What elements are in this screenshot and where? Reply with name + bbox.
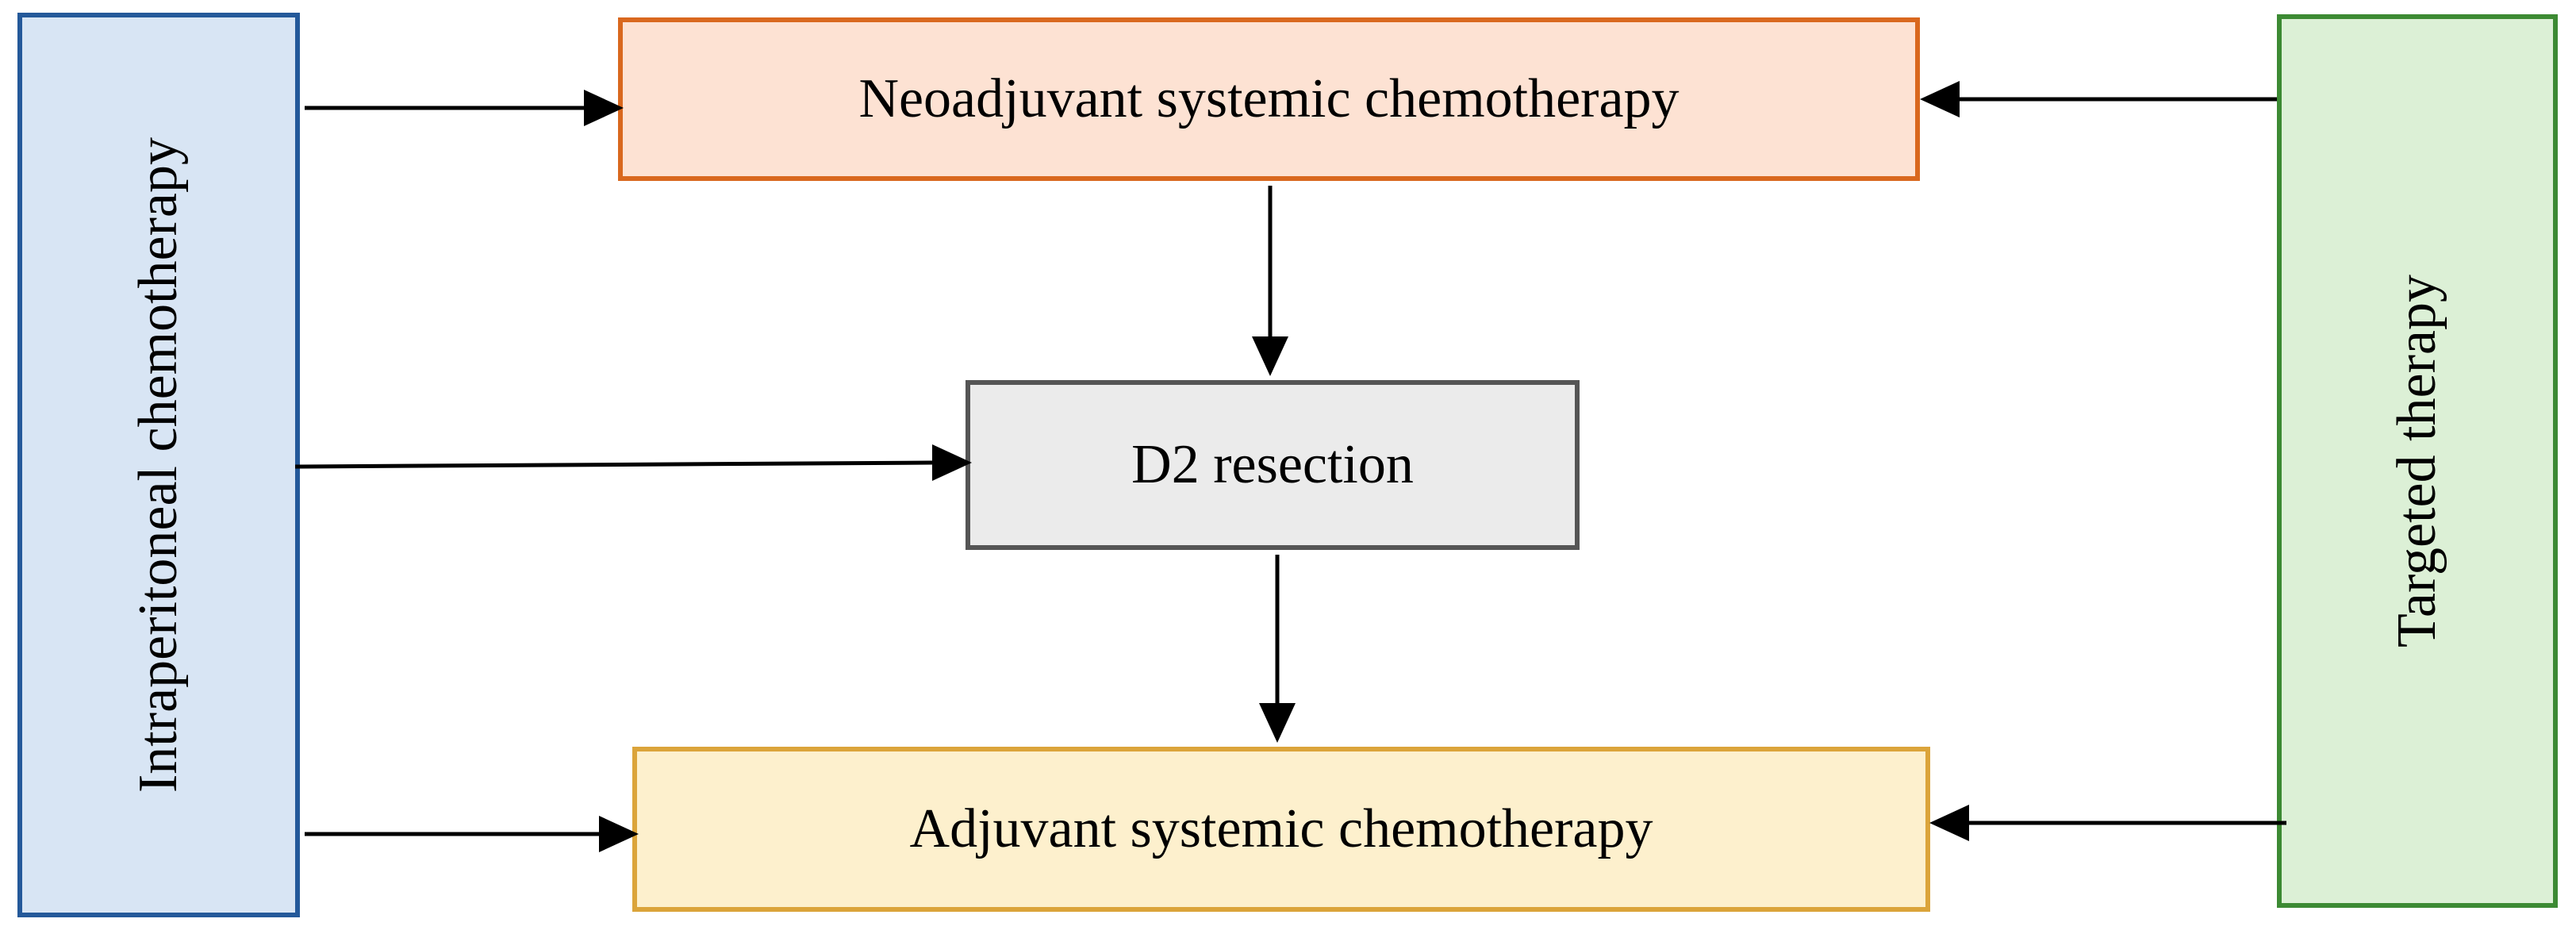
arrow-left-to-d2	[294, 460, 933, 469]
d2-resection-label: D2 resection	[1131, 434, 1414, 495]
targeted-therapy-box: Targeted therapy	[2277, 14, 2558, 908]
intraperitoneal-chemotherapy-label: Intraperitoneal chemotherapy	[128, 137, 189, 793]
arrowhead-d2-to-adjuvant	[1259, 703, 1296, 743]
arrowhead-targeted-to-adjuvant	[1929, 805, 1969, 841]
arrowhead-neoadjuvant-to-d2	[1252, 336, 1288, 376]
intraperitoneal-chemotherapy-box: Intraperitoneal chemotherapy	[17, 13, 300, 917]
adjuvant-chemotherapy-box: Adjuvant systemic chemotherapy	[632, 747, 1930, 912]
neoadjuvant-chemotherapy-label: Neoadjuvant systemic chemotherapy	[858, 68, 1680, 129]
d2-resection-box: D2 resection	[966, 380, 1580, 550]
neoadjuvant-chemotherapy-box: Neoadjuvant systemic chemotherapy	[618, 17, 1920, 181]
adjuvant-chemotherapy-label: Adjuvant systemic chemotherapy	[909, 798, 1653, 859]
arrowhead-targeted-to-neoadjuvant	[1920, 81, 1960, 117]
targeted-therapy-label: Targeted therapy	[2386, 275, 2448, 648]
